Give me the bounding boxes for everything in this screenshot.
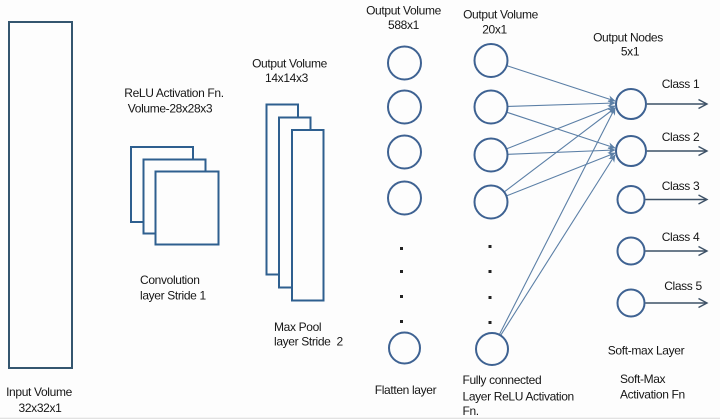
svg-text:Output Volume: Output Volume [463,8,539,22]
svg-text:ReLU Activation Fn.: ReLU Activation Fn. [124,86,223,100]
svg-text:14x14x3: 14x14x3 [265,71,309,85]
svg-text:Output Volume: Output Volume [366,4,442,18]
svg-text:Activation Fn: Activation Fn [620,388,685,402]
svg-text:Soft-max Layer: Soft-max Layer [608,344,685,358]
svg-text:Class 3: Class 3 [662,179,700,193]
svg-text:Output Nodes: Output Nodes [593,31,663,45]
svg-text:588x1: 588x1 [388,18,420,32]
svg-text:Output Volume: Output Volume [252,57,328,71]
svg-text:Class 2: Class 2 [662,130,700,144]
svg-text:layer Stride 1: layer Stride 1 [140,289,206,303]
svg-text:Max Pool: Max Pool [274,320,321,334]
svg-text:Volume-28x28x3: Volume-28x28x3 [128,102,213,116]
svg-text:Class 4: Class 4 [662,230,700,244]
svg-text:Input Volume: Input Volume [6,385,73,399]
svg-text:Flatten layer: Flatten layer [375,383,437,397]
svg-text:Fn.: Fn. [463,404,479,418]
svg-text:Class 5: Class 5 [664,279,702,293]
svg-text:Convolution: Convolution [140,273,200,287]
svg-text:Soft-Max: Soft-Max [620,372,666,386]
svg-text:32x32x1: 32x32x1 [19,401,63,415]
svg-text:Layer ReLU Activation: Layer ReLU Activation [463,390,574,404]
svg-text:Class 1: Class 1 [662,77,700,91]
svg-text:20x1: 20x1 [482,23,507,37]
svg-text:5x1: 5x1 [621,45,640,59]
svg-text:layer Stride 2: layer Stride 2 [274,335,343,349]
svg-text:Fully connected: Fully connected [463,373,542,387]
